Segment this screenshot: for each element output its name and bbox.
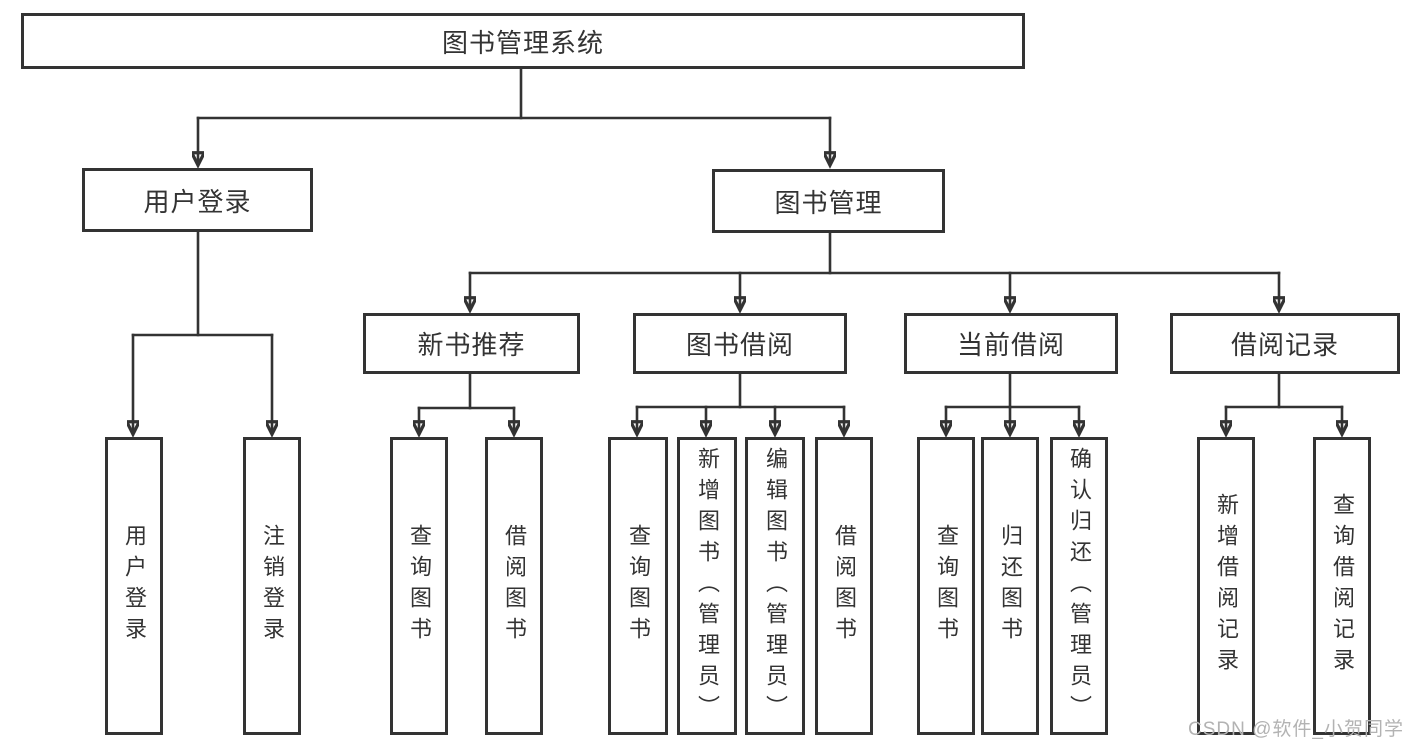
- leaf-label: 借阅图书: [502, 524, 527, 648]
- leaf-label: 借阅图书: [832, 524, 857, 648]
- leaf-label: 编辑图书（管理员）: [763, 446, 788, 726]
- leaf-borrow-add-books-admin: 新增图书（管理员）: [677, 437, 737, 735]
- leaf-label: 查询图书: [626, 524, 651, 648]
- node-borrow-record: 借阅记录: [1170, 313, 1400, 374]
- leaf-current-return-books: 归还图书: [981, 437, 1039, 735]
- node-root: 图书管理系统: [21, 13, 1025, 69]
- leaf-label: 查询图书: [407, 524, 432, 648]
- leaf-label: 确认归还（管理员）: [1067, 446, 1092, 726]
- node-book-borrow: 图书借阅: [633, 313, 847, 374]
- leaf-label: 注销登录: [260, 524, 285, 648]
- leaf-current-confirm-return-admin: 确认归还（管理员）: [1050, 437, 1108, 735]
- node-new-book-recommend: 新书推荐: [363, 313, 580, 374]
- leaf-new-book-borrow: 借阅图书: [485, 437, 543, 735]
- leaf-label: 查询借阅记录: [1330, 493, 1355, 679]
- node-user-login: 用户登录: [82, 168, 313, 232]
- leaf-borrow-query-books: 查询图书: [608, 437, 668, 735]
- leaf-label: 新增借阅记录: [1214, 493, 1239, 679]
- watermark: CSDN @软件_小贺同学: [1188, 719, 1404, 740]
- leaf-new-book-query: 查询图书: [390, 437, 448, 735]
- leaf-record-query: 查询借阅记录: [1313, 437, 1371, 735]
- leaf-borrow-edit-books-admin: 编辑图书（管理员）: [745, 437, 805, 735]
- leaf-record-add: 新增借阅记录: [1197, 437, 1255, 735]
- leaf-logout: 注销登录: [243, 437, 301, 735]
- leaf-borrow-borrow-books: 借阅图书: [815, 437, 873, 735]
- leaf-label: 归还图书: [998, 524, 1023, 648]
- leaf-user-login: 用户登录: [105, 437, 163, 735]
- node-book-management: 图书管理: [712, 169, 945, 233]
- leaf-label: 新增图书（管理员）: [695, 446, 720, 726]
- node-current-borrow: 当前借阅: [904, 313, 1118, 374]
- leaf-label: 用户登录: [122, 524, 147, 648]
- leaf-current-query-books: 查询图书: [917, 437, 975, 735]
- leaf-label: 查询图书: [934, 524, 959, 648]
